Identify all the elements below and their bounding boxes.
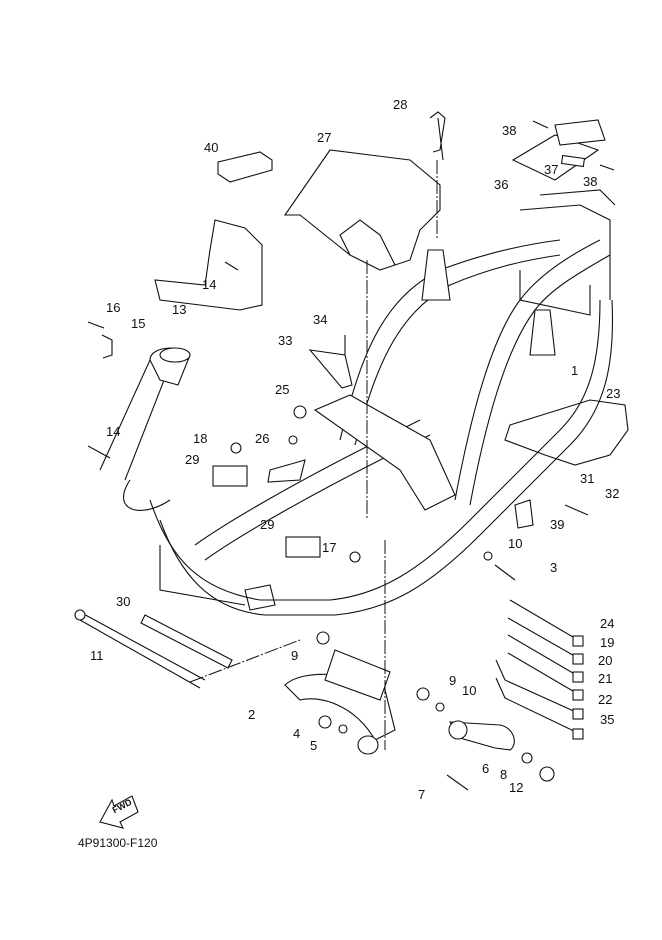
bolt-16-drawing <box>87 321 105 329</box>
part-label-7: 7 <box>418 787 426 802</box>
bolt-3-drawing <box>494 564 516 581</box>
washer-10b-drawing <box>435 702 445 712</box>
part-label-30: 30 <box>116 594 131 609</box>
part-label-16: 16 <box>106 300 121 315</box>
bands-drawing <box>495 599 584 740</box>
clamp-25-drawing <box>293 405 307 419</box>
part-label-14a: 14 <box>202 277 217 292</box>
damper-29b-drawing <box>285 536 321 558</box>
bolt-14b-drawing <box>87 445 111 459</box>
part-label-18: 18 <box>193 431 208 446</box>
part-label-28: 28 <box>393 97 408 112</box>
part-label-27: 27 <box>317 130 332 145</box>
clip-17-drawing <box>349 551 361 563</box>
part-label-40: 40 <box>204 140 219 155</box>
cover-drawing <box>283 149 441 271</box>
part-label-32: 32 <box>605 486 620 501</box>
part-label-6: 6 <box>482 761 490 776</box>
part-label-9b: 9 <box>449 673 457 688</box>
clamp-18-drawing <box>230 442 242 454</box>
plate-23-drawing <box>504 399 629 466</box>
part-label-14b: 14 <box>106 424 121 439</box>
part-label-12: 12 <box>509 780 524 795</box>
part-label-23: 23 <box>606 386 621 401</box>
part-label-24: 24 <box>600 616 615 631</box>
part-label-31: 31 <box>580 471 595 486</box>
part-label-26: 26 <box>255 431 270 446</box>
part-label-2: 2 <box>248 707 256 722</box>
bolt-7-drawing <box>446 774 469 791</box>
damper-29a-drawing <box>212 465 248 487</box>
label-39-drawing <box>514 499 534 529</box>
part-label-38b: 38 <box>583 174 598 189</box>
part-label-17: 17 <box>322 540 337 555</box>
fwd-arrow-icon <box>99 795 139 829</box>
part-label-9a: 9 <box>291 648 299 663</box>
part-label-11: 11 <box>90 648 104 663</box>
part-label-38a: 38 <box>502 123 517 138</box>
part-label-10b: 10 <box>462 683 477 698</box>
nut-26-drawing <box>288 435 298 445</box>
part-label-36: 36 <box>494 177 509 192</box>
bolt-38a-drawing <box>532 120 549 129</box>
part-label-35: 35 <box>600 712 615 727</box>
part-label-20: 20 <box>598 653 613 668</box>
part-label-1: 1 <box>571 363 579 378</box>
bracket-13-drawing <box>154 219 263 311</box>
nut-12-drawing <box>539 766 555 782</box>
bolt-14a-drawing <box>224 261 239 271</box>
spring-clip-drawing <box>429 111 446 161</box>
part-label-4: 4 <box>293 726 301 741</box>
part-label-39: 39 <box>550 517 565 532</box>
frame-drawing <box>99 189 616 616</box>
part-label-21: 21 <box>598 671 613 686</box>
part-label-19: 19 <box>600 635 615 650</box>
part-label-15: 15 <box>131 316 146 331</box>
bracket-33-drawing <box>308 349 353 389</box>
part-label-29b: 29 <box>260 517 275 532</box>
part-label-5: 5 <box>310 738 318 753</box>
part-label-8: 8 <box>500 767 508 782</box>
damper-30-drawing <box>140 614 233 669</box>
hook-15-drawing <box>101 334 113 359</box>
part-label-29a: 29 <box>185 452 200 467</box>
collar-9a-drawing <box>316 631 330 645</box>
part-label-13: 13 <box>172 302 187 317</box>
part-label-22: 22 <box>598 692 613 707</box>
bolt-38b-drawing <box>599 164 615 171</box>
through-bolt-drawing <box>79 611 206 689</box>
damper-40-drawing <box>217 151 273 183</box>
part-label-25: 25 <box>275 382 290 397</box>
bushing-4-drawing <box>318 715 332 729</box>
diagram-code: 4P91300-F120 <box>78 836 158 850</box>
part-label-3: 3 <box>550 560 558 575</box>
washer-8-drawing <box>521 752 533 764</box>
part-label-37: 37 <box>544 162 559 177</box>
bolt-32-drawing <box>564 504 589 516</box>
part-label-33: 33 <box>278 333 293 348</box>
plate-36-drawing <box>511 134 600 181</box>
washer-10a-drawing <box>483 551 493 561</box>
part-label-10a: 10 <box>508 536 523 551</box>
washer-5-drawing <box>338 724 348 734</box>
part-label-34: 34 <box>313 312 328 327</box>
collar-9b-drawing <box>416 687 430 701</box>
